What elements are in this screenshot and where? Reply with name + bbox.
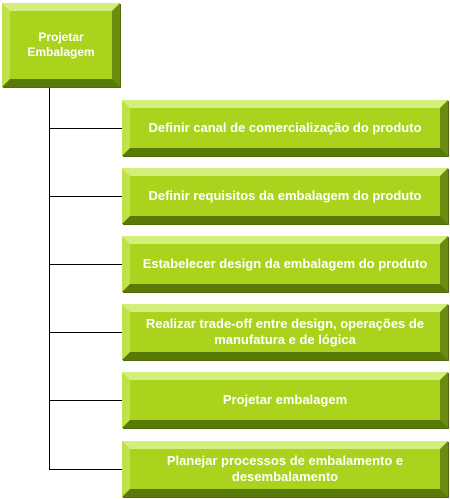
connector-branch-5 — [49, 400, 122, 401]
child-node-label: Definir requisitos da embalagem do produ… — [148, 188, 422, 203]
connector-trunk — [49, 87, 50, 469]
connector-branch-6 — [49, 469, 122, 470]
child-node-trade-off[interactable]: Realizar trade-off entre design, operaçõ… — [122, 304, 448, 360]
connector-branch-2 — [49, 196, 122, 197]
child-node-design[interactable]: Estabelecer design da embalagem do produ… — [122, 236, 448, 292]
child-node-requisitos[interactable]: Definir requisitos da embalagem do produ… — [122, 168, 448, 224]
child-node-label: Planejar processos de embalamento e dese… — [166, 453, 404, 484]
root-node-label: Projetar Embalagem — [27, 30, 95, 59]
root-node[interactable]: Projetar Embalagem — [2, 3, 120, 87]
connector-branch-1 — [49, 128, 122, 129]
child-node-label: Realizar trade-off entre design, operaçõ… — [145, 316, 425, 347]
child-node-label: Estabelecer design da embalagem do produ… — [142, 256, 428, 271]
child-node-canal[interactable]: Definir canal de comercialização do prod… — [122, 100, 448, 156]
child-node-planejar[interactable]: Planejar processos de embalamento e dese… — [122, 441, 448, 497]
connector-branch-3 — [49, 264, 122, 265]
child-node-projetar[interactable]: Projetar embalagem — [122, 372, 448, 428]
connector-branch-4 — [49, 332, 122, 333]
child-node-label: Definir canal de comercialização do prod… — [148, 120, 422, 135]
child-node-label: Projetar embalagem — [222, 392, 348, 407]
